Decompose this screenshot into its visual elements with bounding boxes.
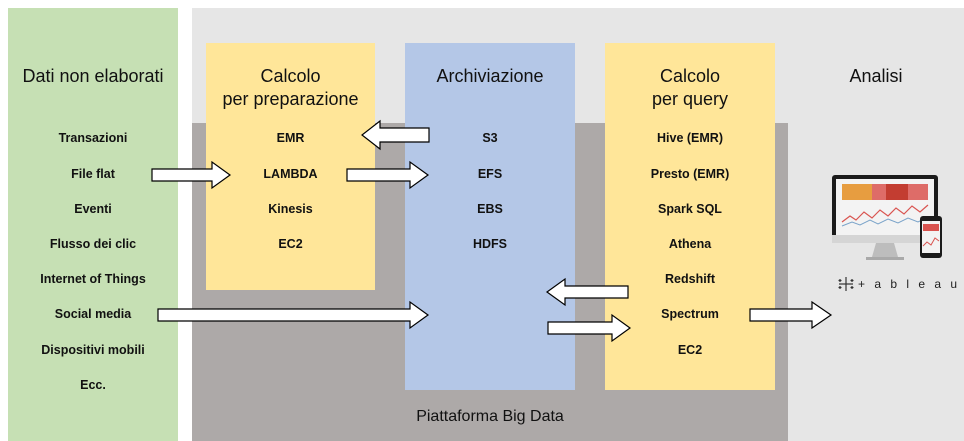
prep-compute-title-line2: per preparazione bbox=[222, 89, 359, 109]
query-compute-title-line1: Calcolo bbox=[659, 66, 721, 86]
storage-title: Archiviazione bbox=[436, 66, 544, 86]
arrow-fileflat-to-lambda bbox=[151, 160, 232, 190]
raw-item: Eventi bbox=[74, 202, 112, 216]
query-compute-title-line2: per query bbox=[651, 89, 729, 109]
platform-label: Piattaforma Big Data bbox=[416, 408, 564, 425]
raw-item: Internet of Things bbox=[40, 272, 146, 286]
storage-panel bbox=[405, 43, 575, 390]
raw-item: Transazioni bbox=[58, 131, 128, 145]
raw-item: Social media bbox=[54, 307, 132, 321]
query-item: Hive (EMR) bbox=[657, 131, 723, 145]
storage-item: EBS bbox=[477, 202, 503, 216]
raw-data-title: Dati non elaborati bbox=[22, 66, 164, 86]
monitor-phone-icon bbox=[832, 175, 942, 260]
storage-item: HDFS bbox=[472, 237, 508, 251]
prep-compute-title-line1: Calcolo bbox=[260, 66, 321, 86]
query-item: Redshift bbox=[665, 272, 715, 286]
query-item: Athena bbox=[668, 237, 712, 251]
raw-data-panel bbox=[8, 8, 178, 441]
prep-item: Kinesis bbox=[268, 202, 313, 216]
raw-item: Dispositivi mobili bbox=[41, 343, 145, 357]
storage-item: S3 bbox=[482, 131, 498, 145]
arrow-spectrum-to-analysis bbox=[749, 300, 833, 330]
query-compute-panel bbox=[605, 43, 775, 390]
raw-item: File flat bbox=[71, 167, 115, 181]
arrow-redshift-to-storage bbox=[545, 277, 629, 307]
query-item: EC2 bbox=[677, 343, 703, 357]
prep-item: LAMBDA bbox=[263, 167, 318, 181]
query-item: Spectrum bbox=[661, 307, 719, 321]
prep-compute-panel bbox=[206, 43, 375, 290]
tableau-cross-icon bbox=[838, 277, 854, 291]
raw-item: Ecc. bbox=[80, 378, 106, 392]
storage-item: EFS bbox=[477, 167, 503, 181]
tableau-logo-text: + a b l e a u bbox=[858, 277, 961, 291]
prep-item: EMR bbox=[276, 131, 305, 145]
query-item: Presto (EMR) bbox=[650, 167, 730, 181]
analysis-title: Analisi bbox=[849, 66, 903, 86]
prep-item: EC2 bbox=[278, 237, 303, 251]
query-item: Spark SQL bbox=[658, 202, 722, 216]
arrow-s3-to-emr bbox=[361, 119, 430, 151]
arrow-lambda-to-efs bbox=[346, 160, 430, 190]
arrow-social-to-storage bbox=[157, 300, 430, 330]
raw-item: Flusso dei clic bbox=[49, 237, 137, 251]
arrow-storage-to-spectrum bbox=[547, 313, 632, 343]
